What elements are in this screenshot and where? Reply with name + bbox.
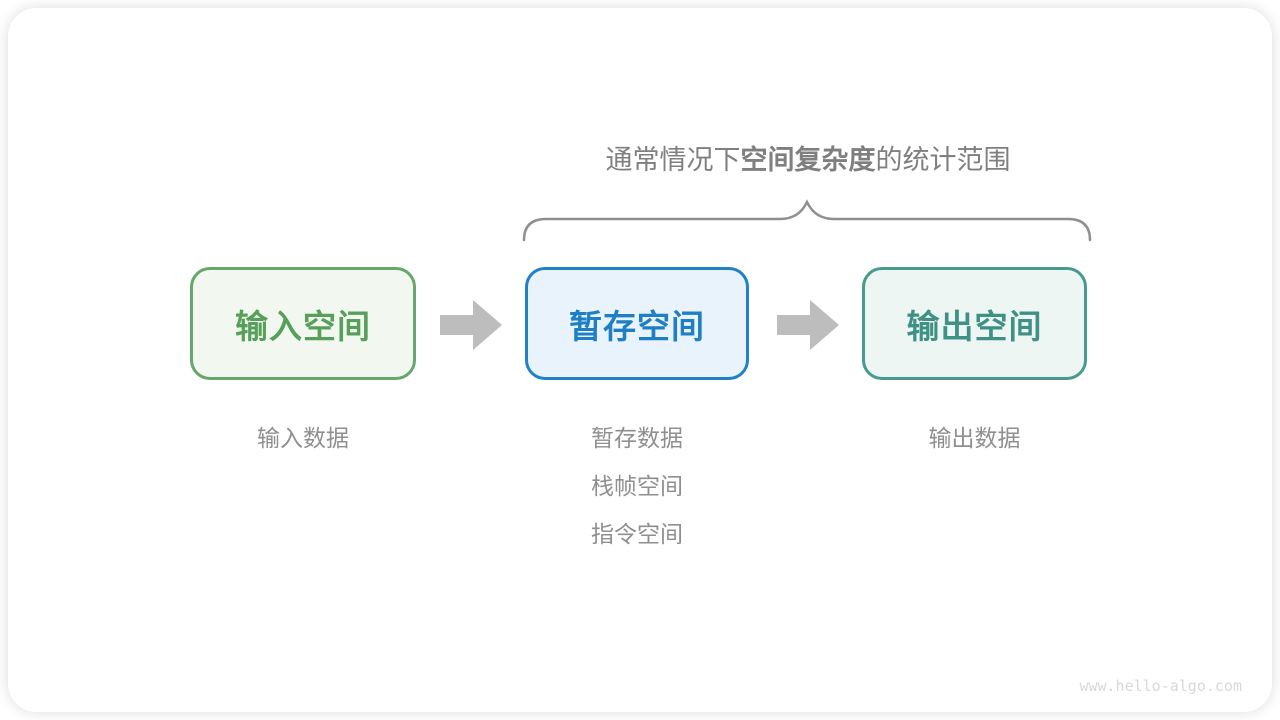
note-line: 暂存数据 — [591, 425, 683, 451]
caption-suffix: 的统计范围 — [875, 145, 1011, 175]
caption-prefix: 通常情况下 — [605, 145, 741, 175]
note-line: 输出数据 — [928, 425, 1021, 451]
box-temp-space: 暂存空间 — [525, 267, 749, 380]
note-output-data: 输出数据 — [862, 414, 1087, 462]
box-output-space: 输出空间 — [862, 267, 1087, 380]
caption-emphasis: 空间复杂度 — [740, 145, 876, 175]
arrow-right-icon — [440, 300, 502, 350]
box-output-space-label: 输出空间 — [906, 307, 1043, 345]
arrow-right-shape — [777, 300, 839, 350]
note-line: 指令空间 — [591, 521, 683, 547]
watermark-hello-algo: www.hello-algo.com — [1079, 677, 1242, 695]
note-line: 栈帧空间 — [591, 473, 683, 499]
note-line: 输入数据 — [257, 425, 349, 451]
arrow-right-icon — [777, 300, 839, 350]
curly-brace-path — [522, 199, 1092, 242]
box-input-space-label: 输入空间 — [235, 307, 371, 345]
box-input-space: 输入空间 — [190, 267, 416, 380]
note-input-data: 输入数据 — [190, 414, 416, 462]
arrow-right-shape — [440, 300, 502, 350]
caption-scope-of-space-complexity: 通常情况下空间复杂度的统计范围 — [525, 144, 1091, 176]
box-temp-space-label: 暂存空间 — [569, 307, 705, 345]
curly-brace-icon — [522, 199, 1092, 242]
note-temp-data: 暂存数据 栈帧空间 指令空间 — [525, 414, 749, 558]
